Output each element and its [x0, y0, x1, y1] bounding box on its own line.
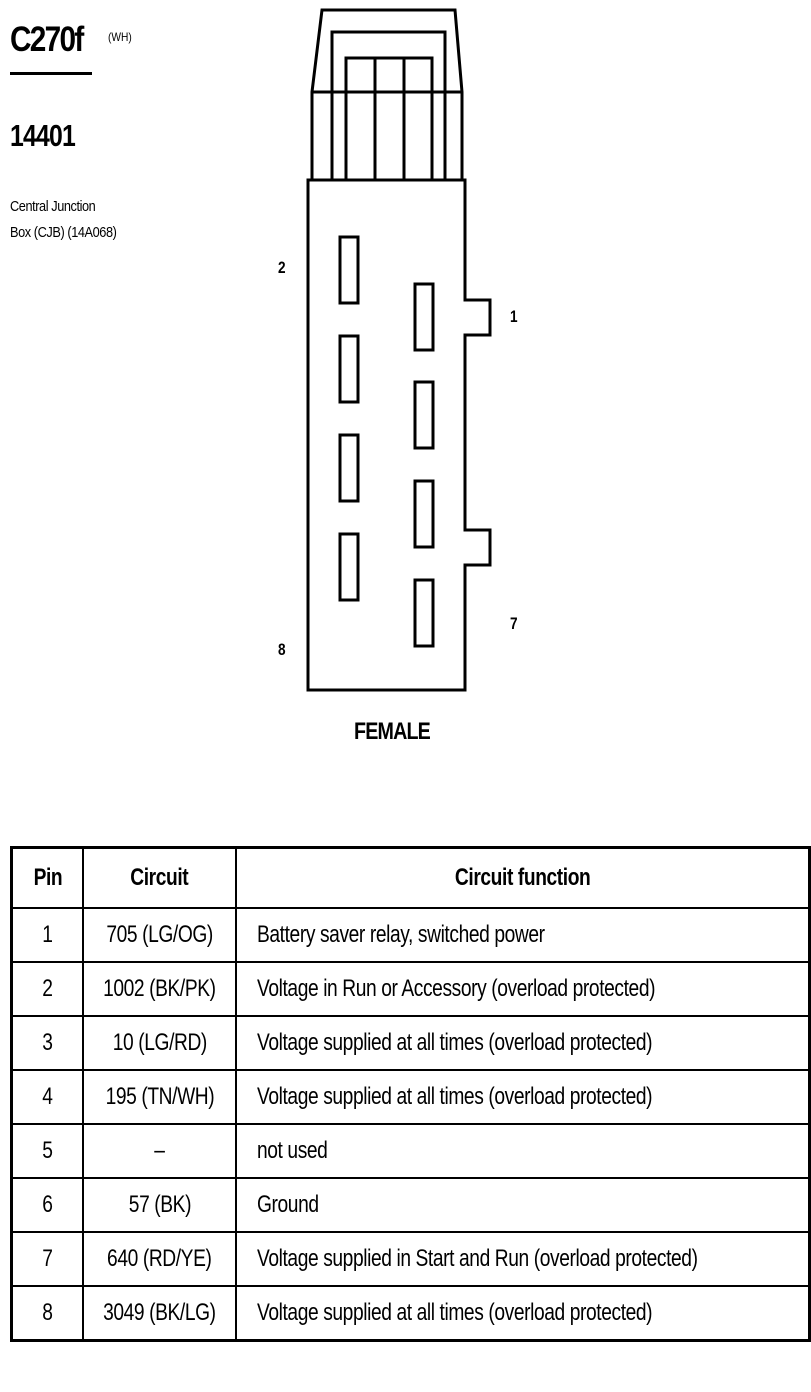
table-body: 1 705 (LG/OG) Battery saver relay, switc…	[10, 907, 811, 1342]
pin-label-7: 7	[510, 614, 518, 633]
pin-cavity-6	[338, 433, 360, 503]
connector-description-line-2: Box (CJB) (14A068)	[10, 224, 117, 241]
table-row: 2 1002 (BK/PK) Voltage in Run or Accesso…	[10, 961, 811, 1017]
cell-pin: 3	[10, 1015, 84, 1071]
table-row: 8 3049 (BK/LG) Voltage supplied at all t…	[10, 1285, 811, 1342]
pin-cavity-7	[413, 578, 435, 648]
connector-lock-tab	[310, 8, 464, 180]
table-row: 7 640 (RD/YE) Voltage supplied in Start …	[10, 1231, 811, 1287]
connector-color-code: (WH)	[108, 30, 132, 44]
pin-cavity-8	[338, 532, 360, 602]
table-row: 4 195 (TN/WH) Voltage supplied at all ti…	[10, 1069, 811, 1125]
cell-pin: 7	[10, 1231, 84, 1287]
pin-cavity-4	[338, 334, 360, 404]
pin-cavity-5	[413, 479, 435, 549]
table-row: 1 705 (LG/OG) Battery saver relay, switc…	[10, 907, 811, 963]
connector-description: Central Junction Box (CJB) (14A068)	[10, 194, 117, 246]
cell-function: Battery saver relay, switched power	[235, 907, 811, 963]
cell-pin: 2	[10, 961, 84, 1017]
pin-cavity-1	[413, 282, 435, 352]
header-pin: Pin	[10, 846, 84, 909]
pin-label-2: 2	[278, 258, 286, 277]
cell-function: Ground	[235, 1177, 811, 1233]
connector-body	[306, 178, 492, 692]
pin-label-8: 8	[278, 640, 286, 659]
cell-pin: 8	[10, 1285, 84, 1342]
table-row: 6 57 (BK) Ground	[10, 1177, 811, 1233]
cell-pin: 4	[10, 1069, 84, 1125]
cell-circuit: 640 (RD/YE)	[81, 1231, 238, 1287]
cell-function: Voltage supplied at all times (overload …	[235, 1069, 811, 1125]
cell-function: Voltage in Run or Accessory (overload pr…	[235, 961, 811, 1017]
header-circuit: Circuit	[81, 846, 238, 909]
cell-function: Voltage supplied in Start and Run (overl…	[235, 1231, 811, 1287]
lock-tab-inner-frame	[330, 30, 447, 180]
connector-id: C270f	[10, 20, 84, 59]
connector-description-line-1: Central Junction	[10, 198, 96, 215]
part-number: 14401	[10, 118, 76, 153]
pin-cavity-3	[413, 380, 435, 450]
cell-pin: 5	[10, 1123, 84, 1179]
cell-function: Voltage supplied at all times (overload …	[235, 1285, 811, 1342]
connector-id-underline	[10, 72, 92, 75]
pin-cavity-2	[338, 235, 360, 305]
cell-circuit: 705 (LG/OG)	[81, 907, 238, 963]
cell-circuit: 10 (LG/RD)	[81, 1015, 238, 1071]
connector-gender-label: FEMALE	[354, 718, 431, 745]
cell-circuit: 195 (TN/WH)	[81, 1069, 238, 1125]
table-row: 3 10 (LG/RD) Voltage supplied at all tim…	[10, 1015, 811, 1071]
cell-function: not used	[235, 1123, 811, 1179]
connector-face-diagram	[306, 8, 492, 692]
header-circuit-function: Circuit function	[235, 846, 811, 909]
cell-circuit: 1002 (BK/PK)	[81, 961, 238, 1017]
cell-pin: 1	[10, 907, 84, 963]
cell-circuit: –	[81, 1123, 238, 1179]
table-header-row: Pin Circuit Circuit function	[10, 846, 811, 909]
cell-circuit: 3049 (BK/LG)	[81, 1285, 238, 1342]
lock-tab-latch	[344, 56, 434, 180]
pinout-table: Pin Circuit Circuit function 1 705 (LG/O…	[10, 846, 811, 1342]
pin-label-1: 1	[510, 307, 518, 326]
cell-function: Voltage supplied at all times (overload …	[235, 1015, 811, 1071]
cell-pin: 6	[10, 1177, 84, 1233]
cell-circuit: 57 (BK)	[81, 1177, 238, 1233]
table-row: 5 – not used	[10, 1123, 811, 1179]
